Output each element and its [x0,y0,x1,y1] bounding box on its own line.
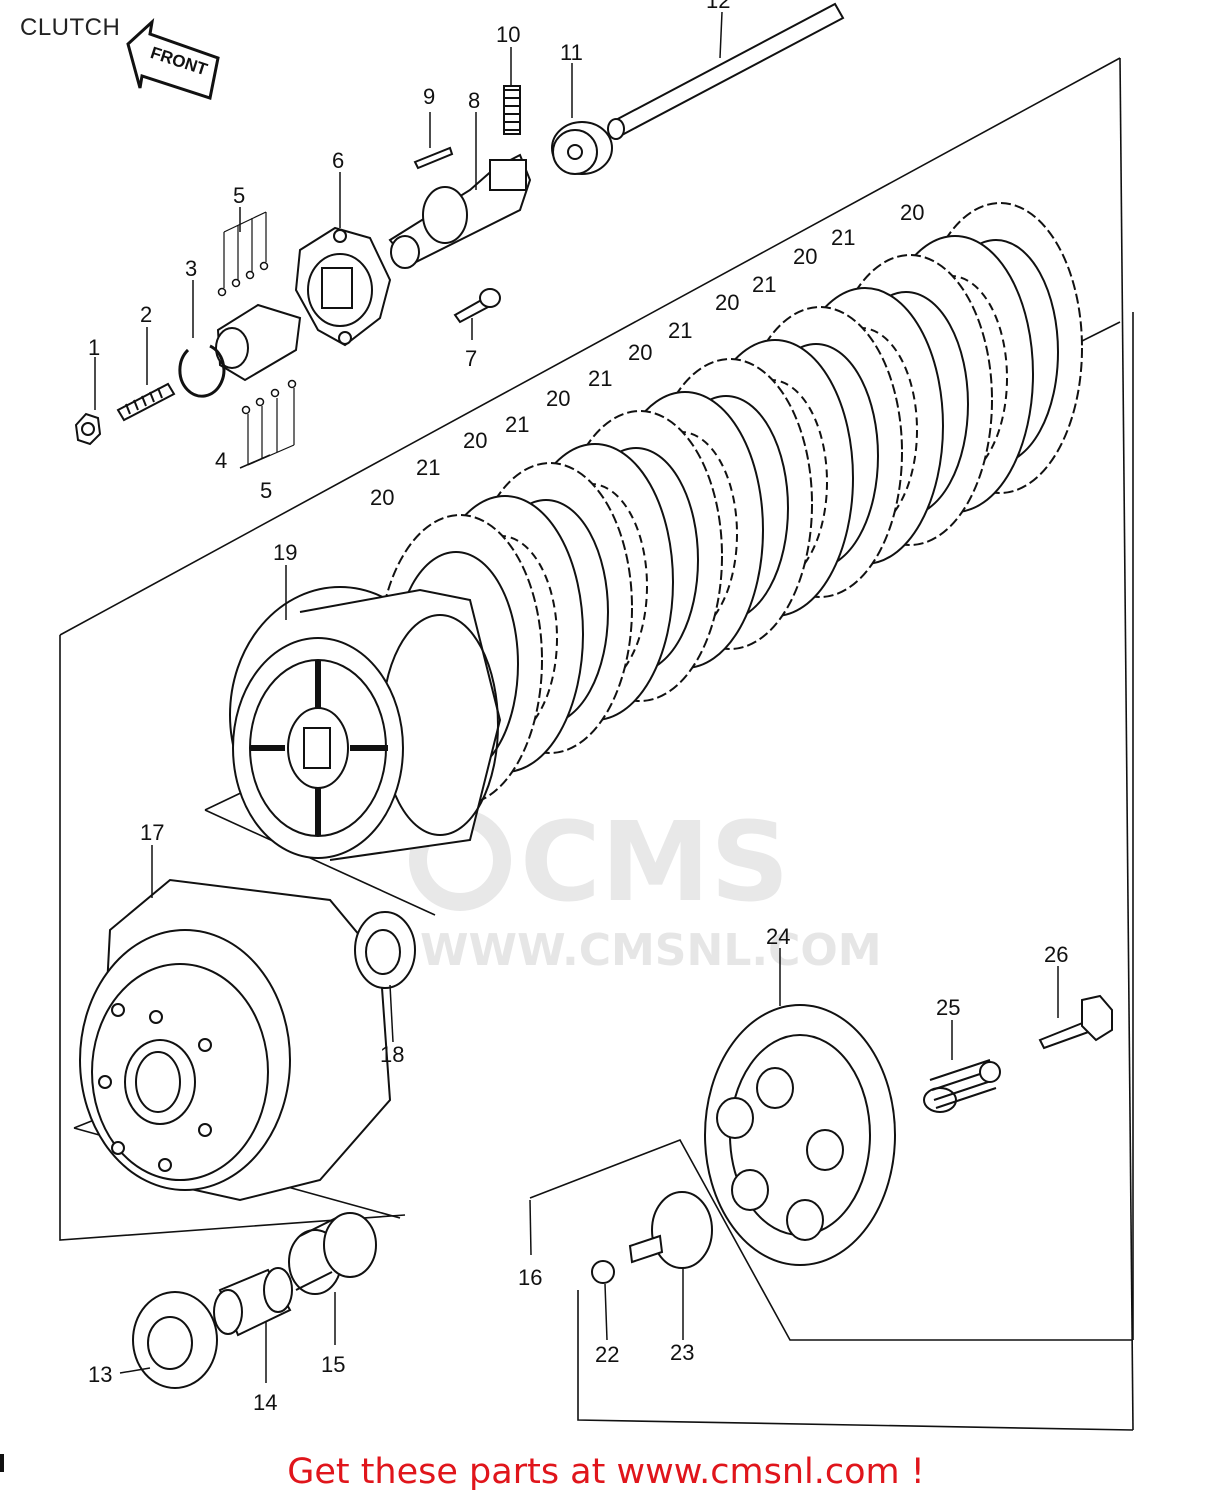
callout-21-6: 21 [831,225,855,250]
callout-20-5: 20 [715,290,739,315]
sleeve [213,1267,293,1337]
pressure-plate [704,1004,896,1266]
adjuster [215,303,302,382]
steel-ball-large [591,1260,615,1284]
clutch-bolt [1038,994,1113,1050]
callout-8: 8 [468,88,480,113]
callout-19: 19 [273,540,297,565]
release-housing [294,226,392,347]
adjusting-screw [116,382,176,422]
callout-18: 18 [380,1042,404,1067]
circlip [178,344,226,398]
footer-link-text: Get these parts at www.cmsnl.com ! [287,1452,925,1492]
callout-14: 14 [253,1390,277,1415]
callout-12: 12 [706,0,730,13]
callout-17: 17 [140,820,164,845]
diagram-title: CLUTCH [20,14,121,41]
callout-10: 10 [496,22,520,47]
clutch-hub [79,878,392,1202]
thrust-washer [354,911,416,989]
watermark-brand: CMS [520,798,789,926]
callout-23: 23 [670,1340,694,1365]
pushrod [607,2,845,140]
watermark: CMS WWW.CMSNL.COM [409,798,882,976]
leader-lines [94,11,1059,1383]
callout-15: 15 [321,1352,345,1377]
watermark-url: WWW.CMSNL.COM [420,925,882,976]
clutch-spring [923,1059,1001,1113]
callout-20-7: 20 [900,200,924,225]
screw-small [453,288,501,324]
locknut [74,412,102,446]
callout-6: 6 [332,148,344,173]
callout-5-top: 5 [233,183,245,208]
callout-21-1: 21 [416,455,440,480]
corner-mark [0,1454,4,1472]
callout-20-4: 20 [628,340,652,365]
callout-16: 16 [518,1265,542,1290]
callout-25: 25 [936,995,960,1020]
callout-21-3: 21 [588,366,612,391]
callout-26: 26 [1044,942,1068,967]
callout-20-6: 20 [793,244,817,269]
callout-9: 9 [423,84,435,109]
callout-2: 2 [140,302,152,327]
spring-small [503,85,521,135]
release-lever [388,153,532,269]
pusher [628,1191,713,1269]
cap [551,121,613,175]
callout-5-bottom: 5 [260,478,272,503]
callout-21-4: 21 [668,318,692,343]
callout-13: 13 [88,1362,112,1387]
callout-labels: 1 2 3 4 5 5 6 7 8 9 10 11 12 13 14 15 16… [88,0,1068,1415]
callout-20-3: 20 [546,386,570,411]
callout-7: 7 [465,346,477,371]
callout-21-2: 21 [505,412,529,437]
front-arrow-icon: FRONT [126,17,220,100]
callout-20-2: 20 [463,428,487,453]
callout-20-1: 20 [370,485,394,510]
clutch-plate-stack [377,202,1083,806]
spacer [132,1291,218,1389]
callout-21-5: 21 [752,272,776,297]
callout-24: 24 [766,924,790,949]
callout-3: 3 [185,256,197,281]
callout-11: 11 [560,40,583,65]
needle-bearing [288,1212,377,1295]
callout-22: 22 [595,1342,619,1367]
callout-4: 4 [215,448,227,473]
callout-1: 1 [88,335,100,360]
steel-balls [217,261,297,415]
cotter-pin [413,146,454,170]
clutch-housing [229,586,502,861]
